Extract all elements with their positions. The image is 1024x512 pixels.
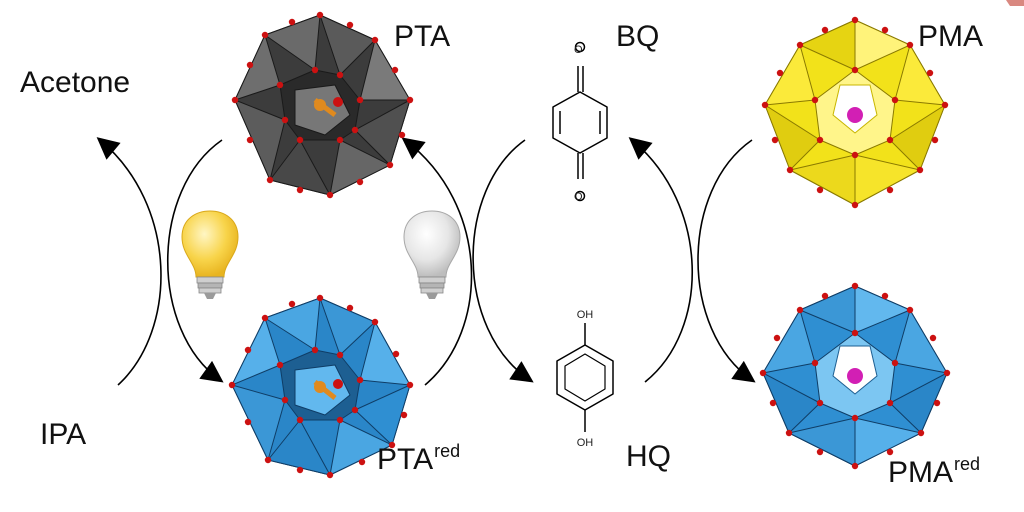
svg-text:O: O (574, 191, 583, 203)
label-pma: PMA (918, 20, 984, 53)
label-pta-red: PTAred (377, 441, 461, 476)
svg-text:O: O (574, 44, 583, 56)
pta-cluster-structure (231, 11, 414, 199)
corner-mark (1006, 0, 1024, 6)
lightbulb-off-icon (403, 210, 461, 299)
label-pta-red-superscript: red (434, 441, 461, 461)
label-acetone: Acetone (20, 66, 131, 99)
oh-top-label: OH (577, 309, 594, 321)
arrow-hq-to-bq (628, 137, 693, 383)
label-pta: PTA (394, 20, 451, 53)
arrow-pma-to-pma-red (697, 139, 756, 383)
arrow-pta-red-to-pta (401, 137, 473, 386)
pma-red-cluster-structure (759, 282, 951, 470)
arrow-bq-to-hq (472, 139, 534, 383)
lightbulb-on-icon (181, 210, 239, 299)
oh-bottom-label: OH (577, 437, 594, 449)
pma-cluster-structure (761, 16, 949, 209)
benzoquinone-oxygen-labels: O O (574, 44, 583, 203)
hydroquinone-structure (556, 323, 614, 432)
oxygen-top (574, 41, 586, 53)
arrow-ipa-to-acetone (96, 137, 162, 386)
label-hq: HQ (626, 440, 671, 473)
label-pma-red-superscript: red (954, 454, 981, 474)
pta-red-cluster-structure (228, 294, 414, 479)
cycle-arrows (96, 137, 756, 386)
label-pma-red: PMAred (888, 454, 981, 489)
benzoquinone-structure (552, 41, 608, 202)
oxygen-bottom (574, 190, 586, 202)
label-bq: BQ (616, 20, 660, 53)
label-ipa: IPA (40, 418, 87, 451)
arrow-pta-to-pta-red (166, 139, 224, 383)
